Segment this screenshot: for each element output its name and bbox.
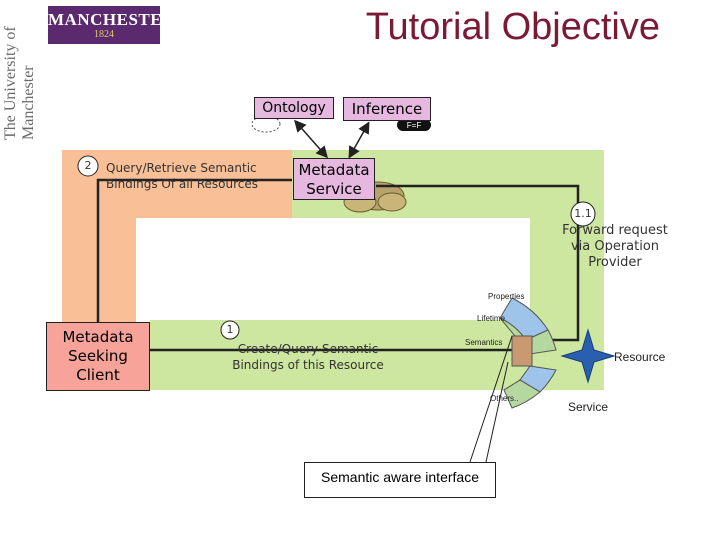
logo-text: MANCHESTER [48, 10, 175, 29]
slide-title: Tutorial Objective [365, 6, 660, 48]
step-2-number: 2 [84, 159, 92, 172]
port-label-lifetime: Lifetime [477, 314, 506, 323]
ontology-box: Ontology [254, 97, 334, 119]
logo-year: 1824 [94, 29, 114, 40]
interface-line-a [469, 335, 513, 463]
step-2-circle [77, 155, 99, 177]
service-ports-arc [499, 297, 557, 409]
university-side-text: The University of Manchester [2, 26, 37, 140]
step-2-text: Query/Retrieve Semantic Bindings Of all … [106, 161, 259, 191]
port-label-semantics: Semantics [465, 338, 503, 347]
step-11-circle [570, 201, 596, 227]
inference-link [348, 121, 370, 159]
step-1-circle [220, 320, 240, 340]
step-1-text: Create/Query Semantic Bindings of this R… [232, 342, 384, 372]
svg-text:F=F: F=F [407, 121, 422, 130]
metadata-service-box: Metadata Service [293, 158, 375, 200]
port-label-others: Others.. [490, 394, 519, 403]
client-box: Metadata Seeking Client [46, 322, 150, 391]
port-label-properties: Properties [488, 292, 525, 301]
inference-rule-icon [397, 119, 431, 131]
service-label: Service [568, 400, 609, 414]
step-11-text: Forward request via Operation Provider [562, 223, 668, 270]
university-logo: MANCHESTER 1824 [48, 6, 175, 44]
query-flow-line [96, 178, 292, 322]
inference-box: Inference [343, 97, 431, 121]
top-left-band [62, 150, 292, 218]
resource-star-icon [560, 328, 616, 384]
semantic-interface-box: Semantic aware interface [304, 462, 496, 498]
resource-label: Resource [614, 350, 666, 364]
interface-line-b [485, 361, 509, 463]
ontology-link [294, 119, 328, 159]
step-11-number: 1.1 [574, 207, 592, 220]
step-1-number: 1 [226, 323, 234, 336]
